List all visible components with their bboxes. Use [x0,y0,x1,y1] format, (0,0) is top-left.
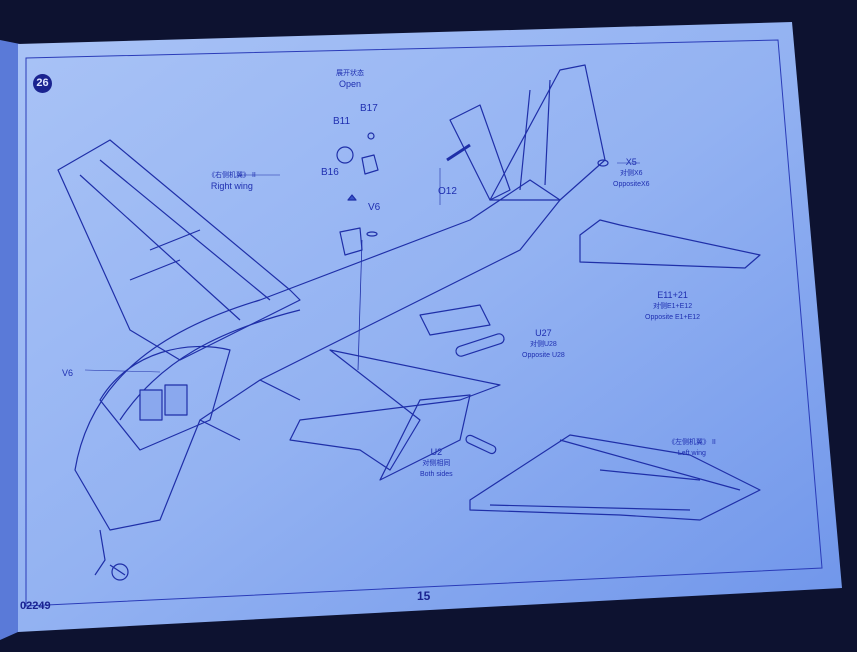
assembly-arrow-icon [347,194,357,201]
aircraft-drawing [57,64,761,581]
label-u27-cn: 对侧U28 [529,341,557,348]
open-label: 展开状态 Open [336,68,364,90]
fuselage [74,179,561,531]
label-x5: X5 对侧X6 OppositeX6 [613,157,650,190]
left-wing-panel-lines [489,439,741,511]
label-o12: O12 [438,186,457,197]
leader-line [357,239,363,371]
right-wing-label: 《右侧机翼》 II Right wing [208,170,256,192]
tail-fairing [449,104,511,201]
part-x5 [597,159,609,167]
landing-gear [94,529,126,576]
right-wing [57,139,301,361]
label-e11-part: E11+21 [657,290,688,300]
page-number: 15 [417,589,431,603]
right-wing-panel-lines [79,159,271,321]
label-x5-part: X5 [625,157,637,167]
left-wing-root [289,349,501,471]
label-e11: E11+21 对侧E1+E12 Opposite E1+E12 [645,290,700,323]
part-v6 [366,231,378,237]
label-b16: B16 [321,167,339,178]
left-wing-label-en: Left wing [677,450,706,457]
left-wing-label: 《左侧机翼》 II Left wing [668,437,716,459]
left-wing [469,434,761,521]
part-o12 [446,143,471,162]
label-u2-cn: 对侧相同 [422,460,451,467]
label-u27: U27 对侧U28 Opposite U28 [522,328,565,361]
ejection-seat [164,384,188,416]
label-x5-en: OppositeX6 [613,181,650,188]
label-u2: U2 对侧相同 Both sides [420,447,453,480]
label-e11-cn: 对侧E1+E12 [652,303,693,310]
right-wing-label-en: Right wing [210,181,253,191]
part-b17 [367,132,375,140]
label-b17: B17 [360,103,378,114]
landing-gear-wheel [111,563,129,581]
leader-line [84,369,161,373]
label-u2-part: U2 [430,447,443,457]
part-u2 [465,434,497,455]
left-wing-label-cn: 《左侧机翼》 II [668,439,716,446]
open-label-cn: 展开状态 [336,70,364,77]
part-b11 [336,146,354,164]
panel [419,304,491,336]
cockpit [99,345,231,451]
wing-fold-hinge [379,394,471,481]
tail-panel-lines [519,79,551,191]
page-paper [18,22,842,632]
label-u2-en: Both sides [420,471,453,478]
step-number-badge: 26 [33,74,52,93]
open-label-en: Open [338,79,362,89]
label-x5-cn: 对侧X6 [620,170,643,177]
page-frame [25,39,823,607]
label-u27-part: U27 [535,328,552,338]
part-u27 [455,333,505,357]
label-u27-en: Opposite U28 [522,352,565,359]
horizontal-stabilizer [579,219,761,269]
right-wing-label-cn: 《右侧机翼》 II [208,172,256,179]
ejection-seat [139,389,163,421]
label-e11-en: Opposite E1+E12 [645,314,701,321]
left-page-edge [0,40,20,640]
label-v6-top: V6 [368,202,381,213]
kit-code: 02249 [20,600,51,612]
fuselage-panel-lines [119,309,301,441]
part-b16 [361,154,379,175]
vertical-tail [489,64,606,201]
label-v6-left: V6 [62,368,74,378]
label-b11: B11 [333,116,351,127]
